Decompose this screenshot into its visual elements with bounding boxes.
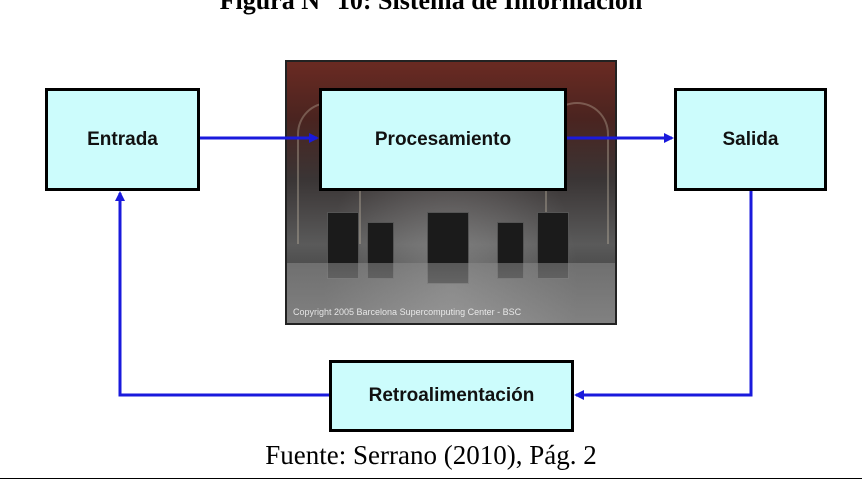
node-salida: Salida — [674, 88, 827, 191]
datacenter-photo: Copyright 2005 Barcelona Supercomputing … — [285, 60, 617, 325]
node-retroalimentacion: Retroalimentación — [329, 360, 574, 432]
node-procesamiento: Procesamiento — [319, 88, 567, 191]
figure-source: Fuente: Serrano (2010), Pág. 2 — [265, 440, 597, 470]
node-entrada: Entrada — [45, 88, 200, 191]
figure-title: Figura N° 10: Sistema de Información — [219, 0, 643, 15]
arrow-salida-to-retroalimentacion — [574, 191, 753, 400]
bottom-rule — [0, 478, 862, 479]
photo-copyright: Copyright 2005 Barcelona Supercomputing … — [293, 307, 522, 317]
arrow-retroalimentacion-to-entrada — [115, 191, 329, 397]
